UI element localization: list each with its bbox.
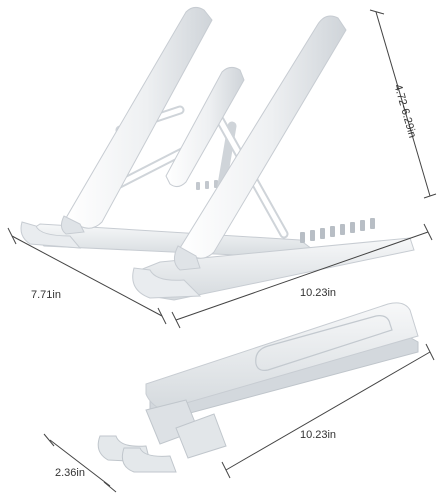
middle-support-arm — [165, 66, 245, 188]
left-support-arm — [65, 6, 213, 229]
folded-laptop-stand — [97, 302, 419, 473]
width-folded-label: 10.23in — [300, 429, 336, 441]
dimension-lines-open — [7, 9, 437, 329]
front-foot — [132, 267, 202, 299]
folded-top-plate — [145, 302, 419, 411]
right-arm-hook — [174, 245, 201, 271]
vent-slots-front — [300, 218, 375, 243]
thickness-label: 2.36in — [55, 467, 85, 479]
folded-arm-recess — [255, 315, 393, 371]
height-range-label: 4.72-6.29in — [392, 83, 419, 139]
dimension-lines-folded — [43, 343, 435, 493]
left-arm-hook — [60, 215, 85, 235]
width-open-label: 10.23in — [300, 287, 336, 299]
open-laptop-stand — [20, 6, 415, 301]
folded-foot-right — [121, 447, 177, 473]
back-foot — [20, 221, 82, 249]
folded-hinge-block-2 — [175, 413, 227, 459]
depth-label: 7.71in — [31, 289, 61, 301]
